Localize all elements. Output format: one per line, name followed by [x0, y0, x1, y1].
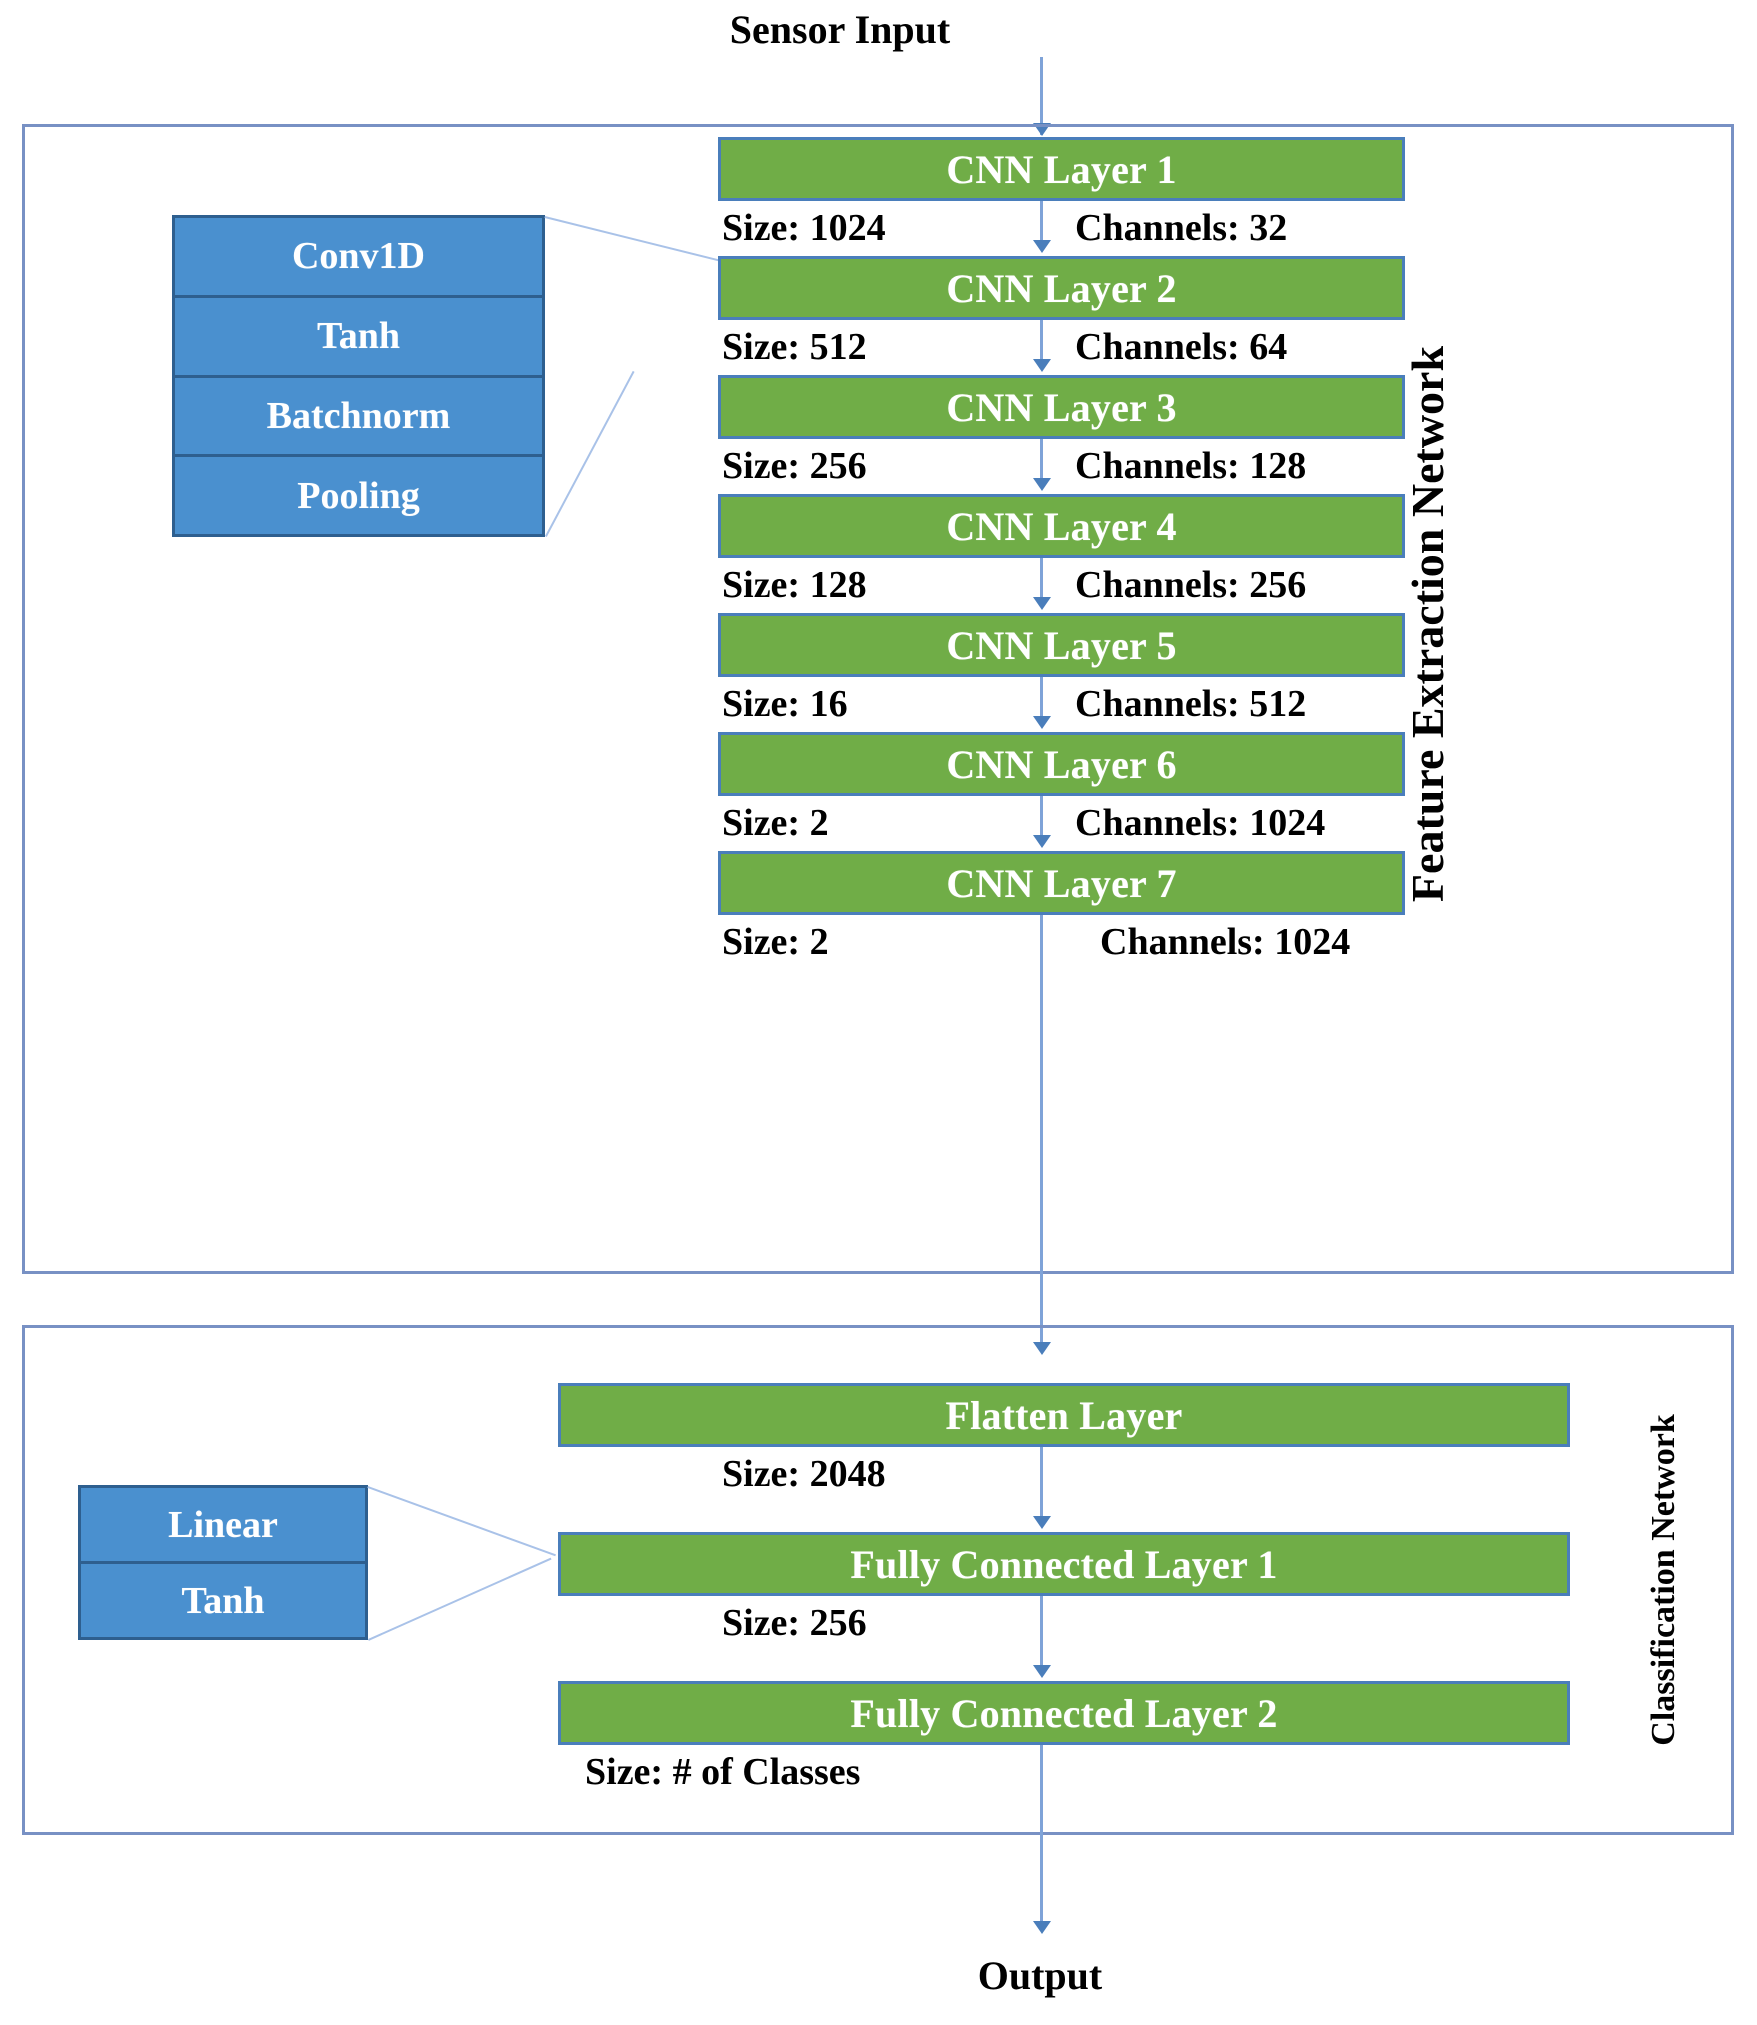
- annotation-channels-2: Channels: 64: [1075, 326, 1288, 368]
- layer-cnn-4[interactable]: CNN Layer 4: [718, 494, 1405, 558]
- annotation-channels-3: Channels: 128: [1075, 445, 1307, 487]
- layer-cnn-3[interactable]: CNN Layer 3: [718, 375, 1405, 439]
- connector-cnn-2-3: [1040, 320, 1043, 362]
- callout-row-linear: Linear: [81, 1488, 365, 1564]
- arrowhead-cnn-2-3: [1033, 359, 1051, 372]
- annotation-size-6: Size: 2: [722, 802, 829, 844]
- annotation-size-5: Size: 16: [722, 683, 848, 725]
- callout-row-tanh: Tanh: [175, 298, 542, 378]
- layer-fc-1[interactable]: Fully Connected Layer 1: [558, 1532, 1570, 1596]
- annotation-size-2: Size: 512: [722, 326, 867, 368]
- fc-block-callout: Linear Tanh: [78, 1485, 368, 1640]
- layer-cnn-7[interactable]: CNN Layer 7: [718, 851, 1405, 915]
- arrowhead-cnn-1-2: [1033, 240, 1051, 253]
- annotation-channels-7: Channels: 1024: [1100, 921, 1351, 963]
- annotation-size-4: Size: 128: [722, 564, 867, 606]
- annotation-flatten-size: Size: 2048: [722, 1453, 886, 1495]
- cnn-block-callout: Conv1D Tanh Batchnorm Pooling: [172, 215, 545, 537]
- annotation-channels-4: Channels: 256: [1075, 564, 1307, 606]
- annotation-fc1-size: Size: 256: [722, 1602, 867, 1644]
- connector-cnn-3-4: [1040, 439, 1043, 481]
- arrowhead-flatten-fc1: [1033, 1516, 1051, 1529]
- layer-flatten[interactable]: Flatten Layer: [558, 1383, 1570, 1447]
- connector-cnn-7-flatten: [1040, 915, 1043, 1345]
- feature-extraction-title: Feature Extraction Network: [1401, 345, 1453, 903]
- layer-cnn-5[interactable]: CNN Layer 5: [718, 613, 1405, 677]
- connector-cnn-1-2: [1040, 201, 1043, 243]
- callout-row-fc-tanh: Tanh: [181, 1579, 265, 1622]
- annotation-size-1: Size: 1024: [722, 207, 886, 249]
- arrowhead-cnn-5-6: [1033, 716, 1051, 729]
- arrowhead-fc1-fc2: [1033, 1665, 1051, 1678]
- annotation-channels-1: Channels: 32: [1075, 207, 1288, 249]
- arrowhead-cnn-4-5: [1033, 597, 1051, 610]
- arrowhead-cnn-7-flatten: [1033, 1342, 1051, 1355]
- output-label: Output: [977, 1953, 1103, 1998]
- annotation-channels-6: Channels: 1024: [1075, 802, 1326, 844]
- annotation-size-3: Size: 256: [722, 445, 867, 487]
- arrowhead-cnn-3-4: [1033, 478, 1051, 491]
- annotation-fc2-size: Size: # of Classes: [585, 1751, 861, 1793]
- connector-input: [1040, 57, 1043, 135]
- arrowhead-output: [1033, 1921, 1051, 1934]
- connector-cnn-5-6: [1040, 677, 1043, 719]
- callout-row-pooling: Pooling: [297, 474, 420, 517]
- connector-cnn-4-5: [1040, 558, 1043, 600]
- classification-group: [22, 1325, 1734, 1835]
- annotation-channels-5: Channels: 512: [1075, 683, 1307, 725]
- classification-title: Classification Network: [1645, 1414, 1682, 1746]
- sensor-input-label: Sensor Input: [729, 7, 951, 52]
- arrowhead-cnn-6-7: [1033, 835, 1051, 848]
- layer-cnn-2[interactable]: CNN Layer 2: [718, 256, 1405, 320]
- layer-fc-2[interactable]: Fully Connected Layer 2: [558, 1681, 1570, 1745]
- feature-extraction-group: [22, 124, 1734, 1274]
- connector-flatten-fc1: [1040, 1447, 1043, 1519]
- connector-fc1-fc2: [1040, 1596, 1043, 1668]
- connector-cnn-6-7: [1040, 796, 1043, 838]
- connector-fc2-output: [1040, 1745, 1043, 1925]
- annotation-size-7: Size: 2: [722, 921, 829, 963]
- callout-row-batchnorm: Batchnorm: [175, 378, 542, 458]
- callout-row-conv1d: Conv1D: [175, 218, 542, 298]
- layer-cnn-6[interactable]: CNN Layer 6: [718, 732, 1405, 796]
- layer-cnn-1[interactable]: CNN Layer 1: [718, 137, 1405, 201]
